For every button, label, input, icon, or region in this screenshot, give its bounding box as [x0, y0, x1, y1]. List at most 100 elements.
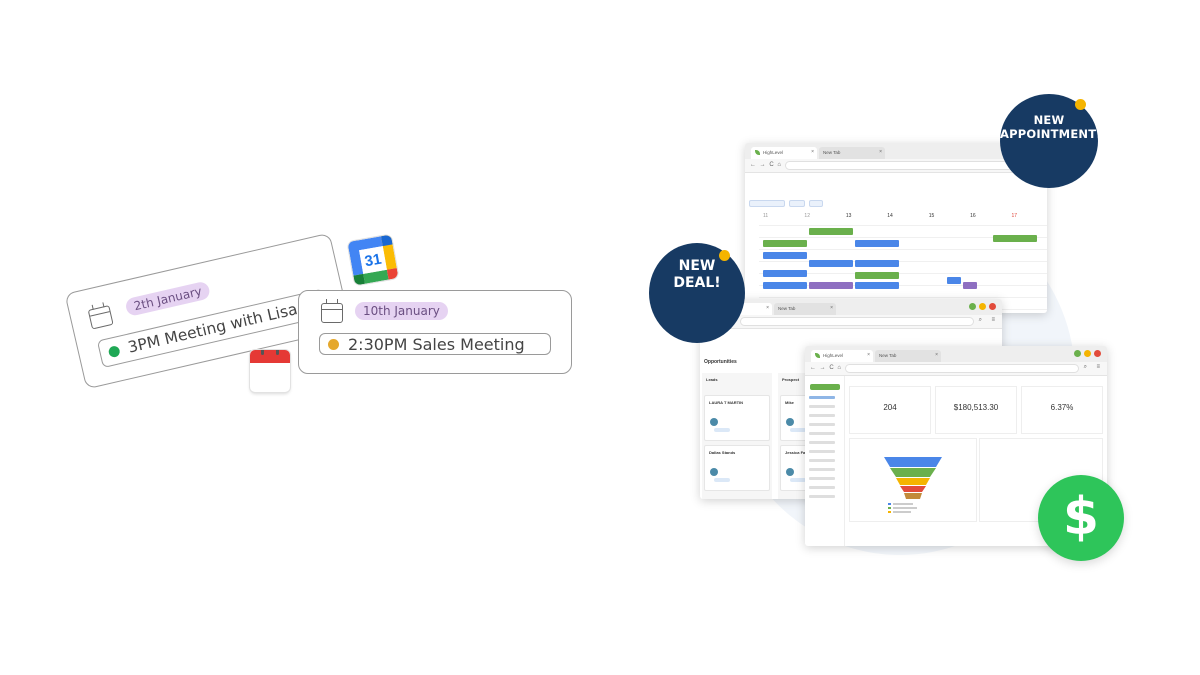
filter-chip[interactable]	[789, 200, 805, 207]
stat-value: 204	[883, 403, 897, 412]
menu-icon[interactable]: ≡	[1096, 364, 1100, 370]
minimize-dot-icon[interactable]	[979, 303, 986, 310]
tab-new[interactable]: New Tab ×	[875, 350, 941, 362]
status-dot-green	[107, 344, 121, 358]
highlevel-logo-icon	[755, 150, 760, 155]
tab-highlevel[interactable]: HighLevel ×	[751, 147, 817, 159]
close-tab-icon[interactable]: ×	[766, 305, 769, 311]
stat-value: $180,513.30	[953, 403, 999, 412]
new-appointment-badge: NEW APPOINTMENT!	[1000, 94, 1102, 188]
calendar-event[interactable]	[855, 240, 899, 247]
filter-chip[interactable]	[809, 200, 823, 207]
google-calendar-icon: 31	[347, 234, 399, 286]
calendar-event[interactable]	[763, 240, 807, 247]
tab-highlevel[interactable]: HighLevel ×	[811, 350, 873, 362]
address-bar-row: ← → C ⌂ ⌕ ≡	[700, 315, 1002, 329]
day-label: 15	[928, 213, 935, 219]
sidebar-item[interactable]	[809, 396, 835, 399]
calendar-event[interactable]	[855, 272, 899, 279]
filter-chip[interactable]	[749, 200, 785, 207]
event-card-sales[interactable]: 10th January 2:30PM Sales Meeting	[298, 290, 572, 374]
tab-new[interactable]: New Tab ×	[819, 147, 885, 159]
stat-value: 6.37%	[1050, 403, 1074, 412]
opportunity-card[interactable]: LAURA T MARTIN	[704, 395, 770, 441]
calendar-grid	[759, 225, 1047, 313]
dollar-badge-icon: $	[1038, 475, 1124, 561]
close-dot-icon[interactable]	[989, 303, 996, 310]
sidebar-item[interactable]	[809, 468, 835, 471]
url-field[interactable]	[845, 364, 1079, 373]
column-label: Leads	[706, 377, 718, 382]
calendar-event[interactable]	[855, 260, 899, 267]
sidebar-item[interactable]	[809, 450, 835, 453]
calendar-event[interactable]	[993, 235, 1037, 242]
sidebar-item[interactable]	[809, 423, 835, 426]
menu-icon[interactable]: ≡	[991, 317, 995, 323]
meeting-row[interactable]: 2:30PM Sales Meeting	[319, 333, 551, 355]
url-field[interactable]	[740, 317, 974, 326]
event-date-pill: 2th January	[124, 280, 212, 318]
column-label: Prospect	[782, 377, 800, 382]
day-label: 13	[845, 213, 852, 219]
calendar-event[interactable]	[809, 282, 853, 289]
sidebar-action-button[interactable]	[810, 384, 840, 390]
new-deal-badge: NEW DEAL!	[649, 243, 745, 343]
day-label: 16	[970, 213, 976, 219]
nav-arrows[interactable]: ← → C ⌂	[750, 162, 782, 168]
close-tab-icon[interactable]: ×	[935, 352, 938, 358]
calendar-event[interactable]	[763, 282, 807, 289]
card-tag	[714, 478, 730, 482]
calendar-event[interactable]	[855, 282, 899, 289]
funnel-chart-icon	[884, 457, 942, 513]
pipeline-column-leads: Leads LAURA T MARTIN Dallas Stands	[702, 373, 772, 499]
calendar-event[interactable]	[809, 260, 853, 267]
calendar-event[interactable]	[963, 282, 977, 289]
calendar-event[interactable]	[809, 228, 853, 235]
close-tab-icon[interactable]: ×	[879, 149, 882, 155]
calendar-event[interactable]	[763, 252, 807, 259]
sidebar-item[interactable]	[809, 432, 835, 435]
funnel-panel	[849, 438, 977, 522]
sidebar-item[interactable]	[809, 459, 835, 462]
tab-new[interactable]: New Tab ×	[774, 303, 836, 315]
browser-window-calendar[interactable]: HighLevel × New Tab × ← → C ⌂ ⌕ ≡	[745, 143, 1047, 313]
url-field[interactable]	[785, 161, 1019, 170]
address-bar-row: ← → C ⌂ ⌕ ≡	[745, 159, 1047, 173]
sidebar-item[interactable]	[809, 495, 835, 498]
card-tag	[790, 428, 806, 432]
avatar	[710, 468, 718, 476]
accent-dot	[1075, 99, 1086, 110]
sidebar-item[interactable]	[809, 405, 835, 408]
calendar-event[interactable]	[763, 270, 807, 277]
maximize-dot-icon[interactable]	[1074, 350, 1081, 357]
close-tab-icon[interactable]: ×	[811, 149, 814, 155]
opportunity-card[interactable]: Dallas Stands	[704, 445, 770, 491]
search-icon[interactable]: ⌕	[978, 317, 982, 323]
stat-card: 204	[849, 386, 931, 434]
card-tag	[714, 428, 730, 432]
sidebar-item[interactable]	[809, 486, 835, 489]
event-date-pill: 10th January	[355, 302, 448, 320]
stat-card: 6.37%	[1021, 386, 1103, 434]
close-tab-icon[interactable]: ×	[830, 305, 833, 311]
sidebar-item[interactable]	[809, 414, 835, 417]
sidebar-item[interactable]	[809, 441, 835, 444]
close-dot-icon[interactable]	[1094, 350, 1101, 357]
search-icon[interactable]: ⌕	[1083, 364, 1087, 370]
card-name: Jessica Fagn	[785, 450, 811, 455]
stat-card: $180,513.30	[935, 386, 1017, 434]
dashboard-sidebar	[805, 376, 845, 546]
calendar-event[interactable]	[947, 277, 961, 284]
minimize-dot-icon[interactable]	[1084, 350, 1091, 357]
card-name: Dallas Stands	[709, 450, 736, 455]
sidebar-item[interactable]	[809, 477, 835, 480]
calendar-day-header: 11 12 13 14 15 16 17	[755, 213, 1045, 225]
close-tab-icon[interactable]: ×	[867, 352, 870, 358]
day-label: 11	[763, 213, 769, 219]
nav-arrows[interactable]: ← → C ⌂	[810, 365, 842, 371]
card-tag	[790, 478, 806, 482]
maximize-dot-icon[interactable]	[969, 303, 976, 310]
tab-bar: HighLevel × New Tab ×	[805, 346, 1107, 362]
calendar-outline-icon	[87, 305, 114, 330]
